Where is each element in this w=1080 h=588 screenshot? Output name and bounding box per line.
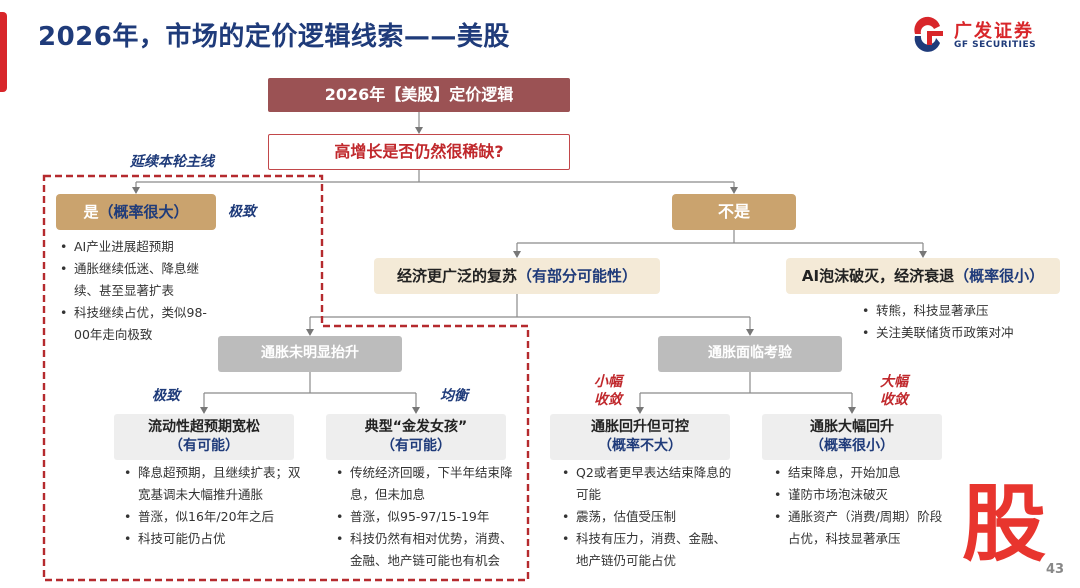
list-item: 降息超预期，且继续扩表；双宽基调未大幅推升通胀 (124, 462, 302, 506)
bubble-label: AI泡沫破灭，经济衰退 (801, 266, 955, 285)
goldilocks-tag: 均衡 (440, 388, 468, 404)
yes-tag: 极致 (228, 204, 256, 220)
list-item: 科技仍然有相对优势，消费、金融、地产链可能也有机会 (336, 528, 514, 572)
liquidity-bullets: 降息超预期，且继续扩表；双宽基调未大幅推升通胀 普涨，似16年/20年之后 科技… (124, 462, 302, 550)
goldilocks-prob: （有可能） (381, 437, 451, 454)
yes-prob: （概率很大） (98, 202, 189, 221)
accent-tab (0, 12, 7, 92)
stock-watermark: 股 (962, 475, 1047, 573)
continue-mainline-note: 延续本轮主线 (130, 154, 214, 170)
list-item: 关注美联储货币政策对冲 (862, 322, 1052, 344)
liquidity-tag: 极致 (152, 388, 180, 404)
big-rise-node: 通胀大幅回升 （概率很小） (762, 414, 942, 460)
list-item: 通胀继续低迷、降息继续、甚至显著扩表 (60, 258, 210, 302)
yes-label: 是 (83, 202, 99, 221)
bubble-node: AI泡沫破灭，经济衰退（概率很小） (786, 258, 1060, 294)
goldilocks-bullets: 传统经济回暖，下半年结束降息，但未加息 普涨，似95-97/15-19年 科技仍… (336, 462, 514, 572)
list-item: 震荡，估值受压制 (562, 506, 736, 528)
big-rise-label: 通胀大幅回升 (810, 419, 894, 435)
recovery-prob: （有部分可能性） (517, 266, 638, 285)
list-item: AI产业进展超预期 (60, 236, 210, 258)
no-node: 不是 (672, 194, 796, 230)
controllable-tag: 小幅收敛 (594, 374, 622, 408)
root-node: 2026年【美股】定价逻辑 (268, 78, 570, 112)
list-item: 转熊，科技显著承压 (862, 300, 1052, 322)
inflation-test-node: 通胀面临考验 (658, 336, 842, 372)
logo-text-en: GF SECURITIES (954, 40, 1037, 50)
bubble-bullets: 转熊，科技显著承压 关注美联储货币政策对冲 (862, 300, 1052, 344)
dashed-outline (42, 174, 530, 582)
list-item: 科技有压力，消费、金融、地产链仍可能占优 (562, 528, 736, 572)
controllable-label: 通胀回升但可控 (591, 419, 689, 435)
list-item: 科技可能仍占优 (124, 528, 302, 550)
gf-logo-icon (914, 16, 943, 52)
yes-node: 是（概率很大） (56, 194, 216, 230)
bubble-prob: （概率很小） (954, 266, 1045, 285)
liquidity-prob: （有可能） (169, 437, 239, 454)
list-item: 结束降息，开始加息 (774, 462, 946, 484)
page-title: 2026年，市场的定价逻辑线索——美股 (38, 22, 510, 52)
list-item: 谨防市场泡沫破灭 (774, 484, 946, 506)
controllable-prob: （概率不大） (598, 437, 682, 454)
logo-text-cn: 广发证券 (954, 21, 1034, 42)
big-rise-tag: 大幅收敛 (880, 374, 908, 408)
list-item: 科技继续占优，类似98-00年走向极致 (60, 302, 210, 346)
goldilocks-node: 典型“金发女孩” （有可能） (326, 414, 506, 460)
goldilocks-label: 典型“金发女孩” (364, 419, 468, 435)
big-rise-prob: （概率很小） (810, 437, 894, 454)
recovery-node: 经济更广泛的复苏（有部分可能性） (374, 258, 660, 294)
list-item: Q2或者更早表达结束降息的可能 (562, 462, 736, 506)
big-rise-bullets: 结束降息，开始加息 谨防市场泡沫破灭 通胀资产（消费/周期）阶段占优，科技显著承… (774, 462, 946, 550)
inflation-not-rise-node: 通胀未明显抬升 (218, 336, 402, 372)
liquidity-label: 流动性超预期宽松 (148, 419, 260, 435)
controllable-node: 通胀回升但可控 （概率不大） (550, 414, 730, 460)
company-logo: 广发证券 GF SECURITIES (910, 16, 1070, 56)
recovery-label: 经济更广泛的复苏 (396, 266, 517, 285)
liquidity-node: 流动性超预期宽松 （有可能） (114, 414, 294, 460)
list-item: 普涨，似16年/20年之后 (124, 506, 302, 528)
yes-bullets: AI产业进展超预期 通胀继续低迷、降息继续、甚至显著扩表 科技继续占优，类似98… (60, 236, 210, 346)
page-number: 43 (1046, 562, 1065, 577)
list-item: 普涨，似95-97/15-19年 (336, 506, 514, 528)
list-item: 传统经济回暖，下半年结束降息，但未加息 (336, 462, 514, 506)
question-node: 高增长是否仍然很稀缺? (268, 134, 570, 170)
list-item: 通胀资产（消费/周期）阶段占优，科技显著承压 (774, 506, 946, 550)
controllable-bullets: Q2或者更早表达结束降息的可能 震荡，估值受压制 科技有压力，消费、金融、地产链… (562, 462, 736, 572)
